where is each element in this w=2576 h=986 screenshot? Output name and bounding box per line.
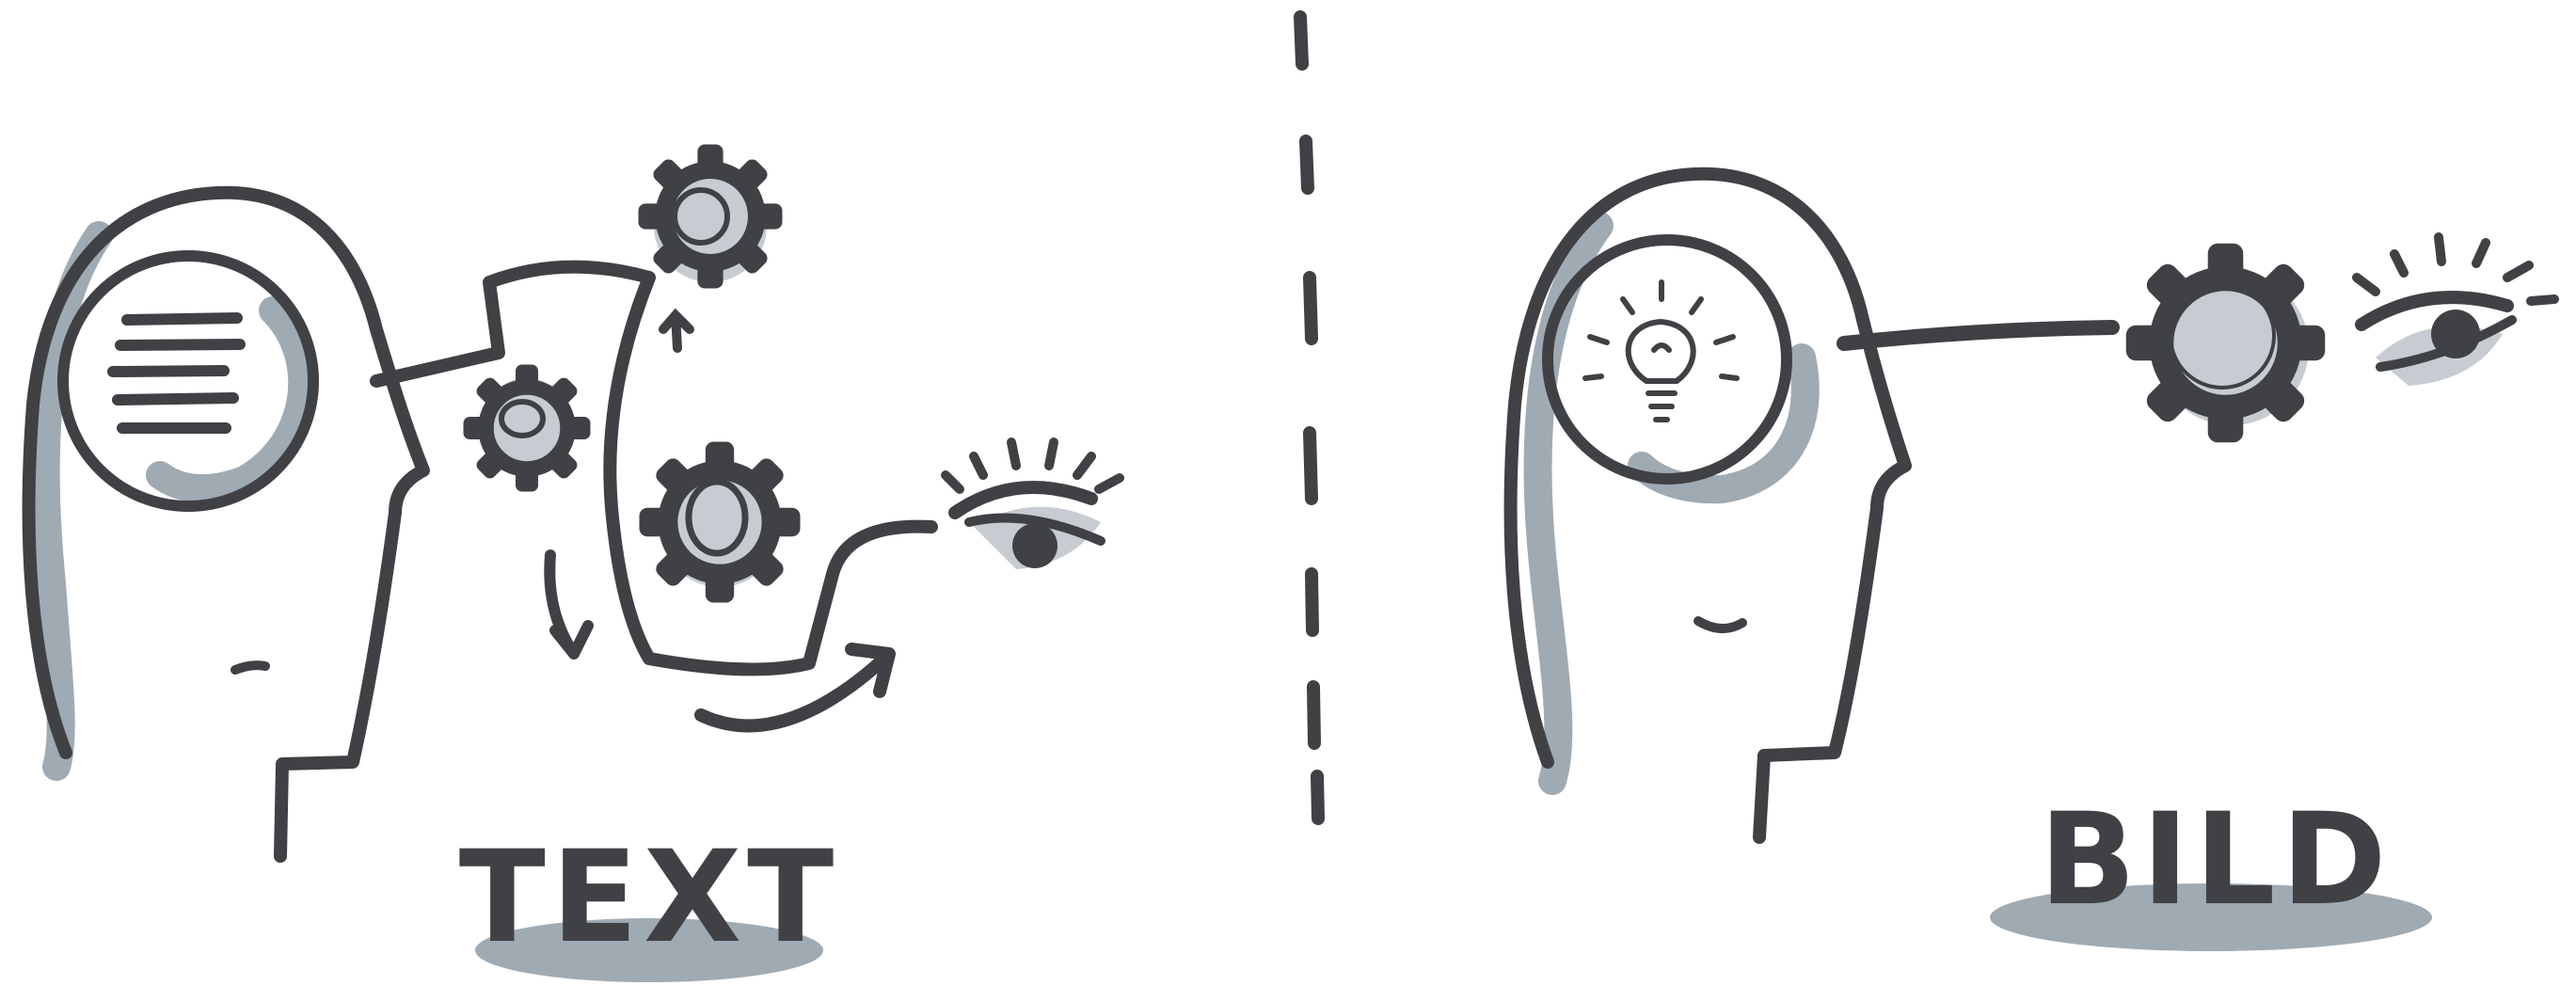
panel-text: TEXT (29, 145, 1120, 983)
gear-icon (640, 442, 801, 603)
gear-icon (2126, 244, 2326, 443)
thought-path (376, 267, 931, 670)
eye-icon (946, 442, 1120, 569)
head-shadow (1538, 226, 1599, 781)
panel-label-text: TEXT (459, 823, 839, 971)
head-mouth (1698, 621, 1742, 628)
panel-bild: BILD (1511, 174, 2554, 951)
gear-icon (464, 365, 591, 492)
head-mouth (235, 665, 265, 670)
dashed-divider (1300, 17, 1318, 819)
head-profile-icon (29, 193, 423, 856)
arrow-icon (663, 315, 690, 348)
brain-circle (1548, 240, 1787, 479)
text-lines-icon (113, 318, 240, 428)
lightbulb-icon (1585, 282, 1737, 420)
brain-circle (63, 256, 313, 506)
gear-icon (639, 145, 783, 289)
arrow-icon (549, 555, 588, 654)
eye-icon (2357, 237, 2554, 386)
thought-path (1844, 327, 2112, 343)
panel-label-bild: BILD (2039, 786, 2392, 933)
